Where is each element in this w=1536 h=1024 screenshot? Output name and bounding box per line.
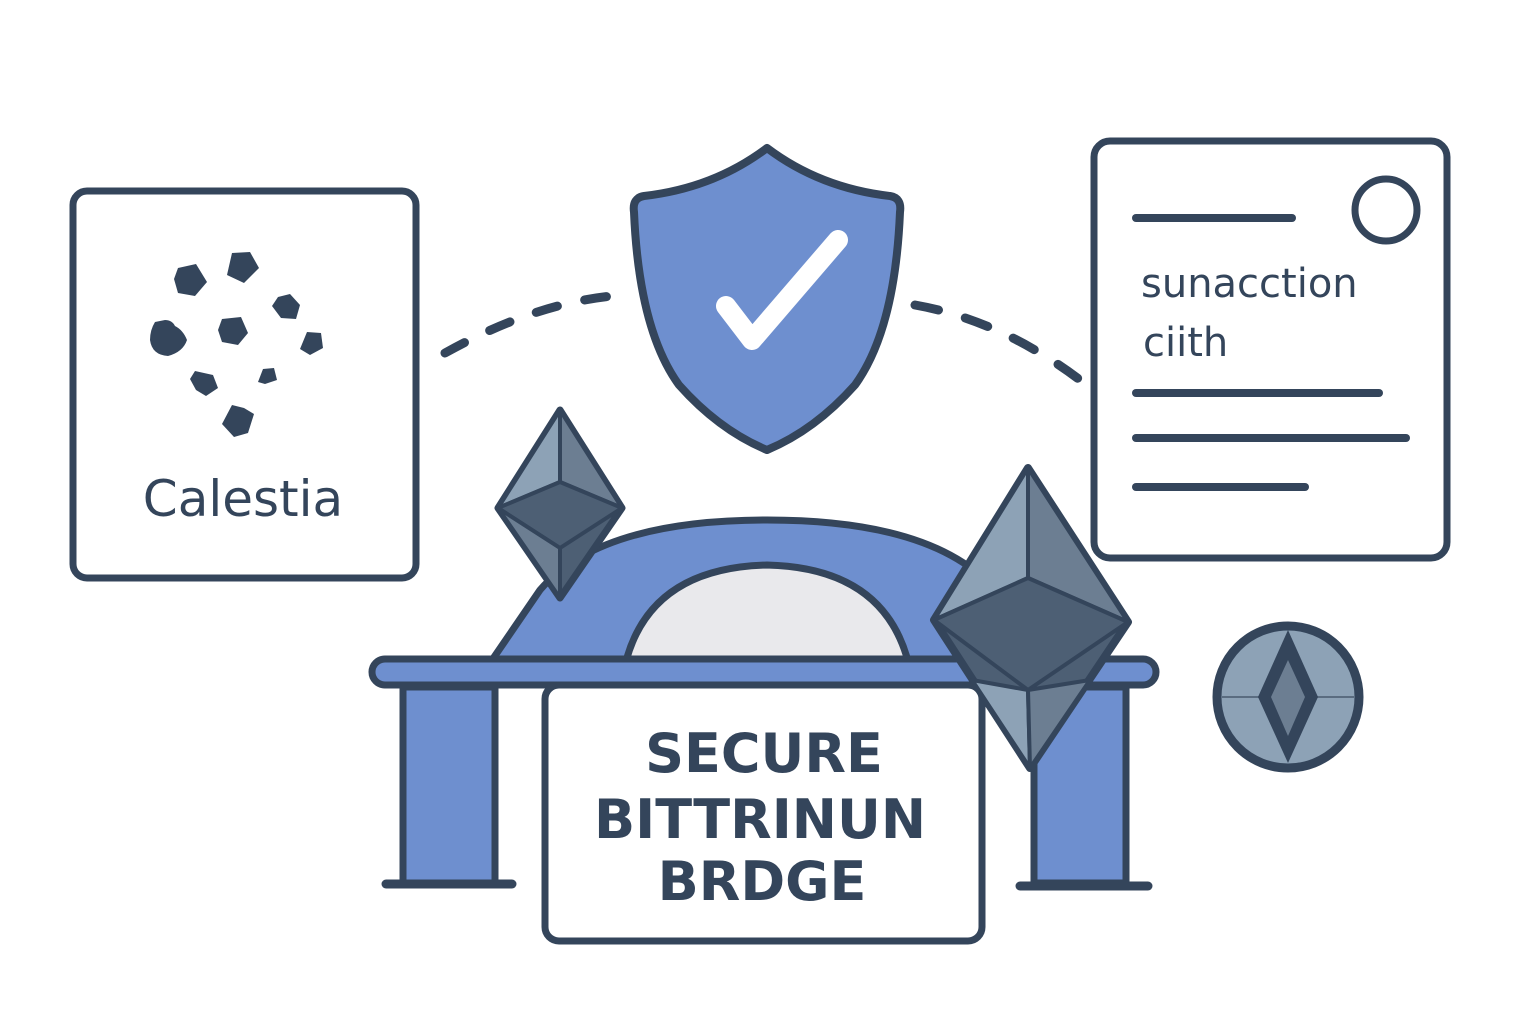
ethereum-coin-icon (1212, 621, 1364, 773)
dashed-connector-right (910, 300, 1085, 385)
celestia-label: Calestia (143, 470, 343, 528)
celestia-dots-icon (150, 252, 323, 437)
bridge-arch-opening (617, 561, 917, 684)
celestia-card: Calestia (69, 187, 420, 582)
document-line-1: sunacction (1141, 261, 1358, 307)
bridge-banner (541, 681, 986, 945)
shield-check-icon (629, 144, 905, 454)
bridge-pillar-left (399, 683, 499, 887)
document-line-2: ciith (1143, 320, 1228, 366)
banner-line-1: SECURE (645, 722, 883, 785)
bridge: SECURE BITTRINUN BRDGE (368, 516, 1160, 945)
document-icon (1132, 175, 1421, 491)
dashed-connector-left (440, 290, 630, 358)
document-card: sunacction ciith (1090, 137, 1451, 562)
ethereum-icon-right (930, 464, 1132, 772)
ethereum-icon-left (494, 406, 626, 602)
banner-line-3: BRDGE (658, 850, 867, 913)
banner-line-2: BITTRINUN (594, 788, 926, 851)
